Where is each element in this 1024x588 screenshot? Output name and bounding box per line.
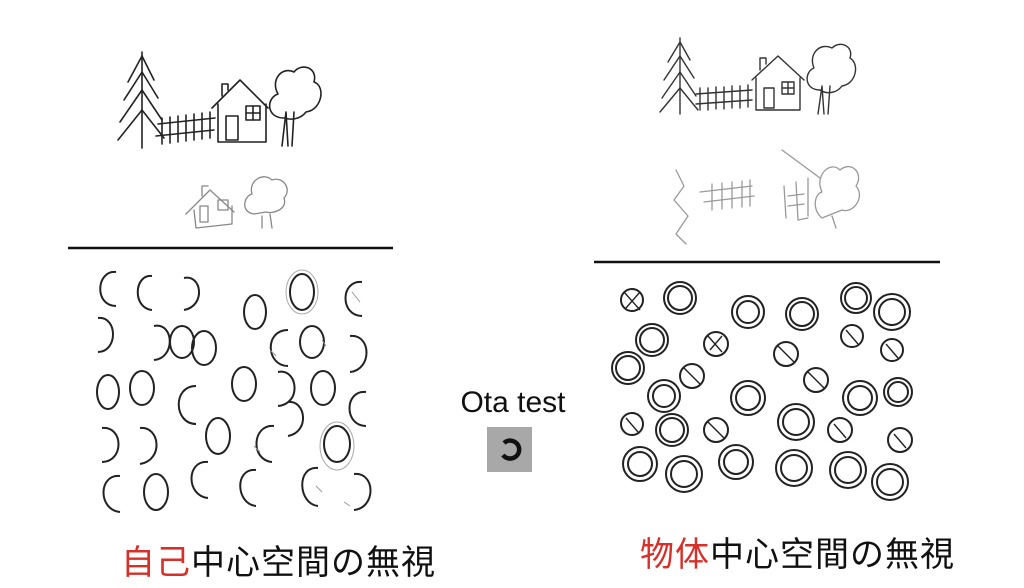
ota-item (730, 380, 766, 416)
ota-item (101, 426, 120, 463)
ota-item (353, 472, 372, 511)
ota-item (873, 293, 911, 331)
ota-item (655, 413, 689, 447)
broken-circle-icon (500, 437, 521, 461)
ota-item (96, 374, 120, 410)
ota-item (703, 331, 729, 357)
ota-item (344, 280, 363, 317)
ota-item (647, 379, 681, 413)
ota-item (887, 427, 913, 453)
ota-item (773, 341, 799, 367)
ota-item (731, 295, 765, 329)
ota-item (243, 294, 267, 330)
ota-item (239, 468, 257, 507)
ota-item (703, 417, 729, 443)
ota-item (99, 270, 117, 307)
ota-item (827, 417, 853, 443)
ota-item (177, 385, 197, 425)
right-caption-rest: 中心空間の無視 (710, 535, 955, 575)
fence-icon (155, 111, 216, 145)
pine-tree-icon (117, 51, 165, 149)
ota-item (191, 330, 217, 366)
ota-item (205, 417, 231, 455)
left-caption: 自己中心空間の無視 (121, 535, 436, 584)
ota-item (310, 370, 336, 406)
left-caption-highlight: 自己 (121, 543, 191, 583)
ota-item (842, 380, 878, 416)
ota-item (102, 474, 121, 513)
ota-item (785, 297, 819, 331)
left-caption-rest: 中心空間の無視 (191, 543, 436, 583)
ota-item (663, 281, 697, 315)
ota-item (269, 329, 289, 367)
ota-item (635, 323, 669, 357)
ota-test-label: Ota test (460, 386, 566, 419)
ota-item (620, 412, 644, 436)
left-model-drawing (117, 51, 322, 149)
ota-item (883, 377, 913, 407)
ota-item (289, 273, 315, 311)
ota-item (840, 324, 864, 348)
ota-item (840, 282, 872, 314)
ota-item (665, 455, 703, 493)
fence-icon (695, 84, 753, 111)
right-ota-grid (611, 281, 913, 501)
ota-item (153, 324, 171, 361)
left-ota-grid (96, 269, 372, 513)
ota-item (143, 473, 169, 511)
ota-item (348, 390, 367, 427)
house-icon (751, 55, 805, 111)
right-model-drawing (659, 37, 857, 115)
ota-item (183, 276, 200, 311)
ota-item (871, 463, 909, 501)
ota-item (880, 338, 904, 362)
ota-item (287, 400, 304, 437)
ota-item (777, 403, 815, 441)
ota-item (611, 351, 645, 385)
ota-item (679, 363, 705, 389)
ota-item (190, 460, 209, 499)
right-copy-drawing (673, 149, 861, 245)
house-icon (211, 79, 269, 143)
right-caption: 物体中心空間の無視 (640, 527, 955, 576)
ota-item (97, 316, 114, 353)
left-copy-drawing (185, 176, 288, 229)
ota-item (129, 370, 155, 406)
ota-item (775, 449, 813, 487)
right-caption-highlight: 物体 (640, 535, 710, 575)
ota-item (718, 444, 754, 480)
ota-test-sample (487, 427, 532, 472)
ota-item (323, 425, 351, 463)
ota-item (622, 446, 658, 482)
ota-item (277, 370, 296, 407)
ota-item (136, 274, 153, 311)
ota-item (829, 451, 867, 489)
round-tree-icon (268, 66, 322, 147)
ota-item (301, 466, 319, 507)
ota-item (139, 426, 158, 465)
ota-item (299, 325, 325, 359)
ota-item (169, 325, 195, 359)
pine-tree-icon (659, 37, 699, 115)
ota-item (231, 366, 257, 402)
ota-item (349, 334, 368, 373)
ota-item (620, 288, 644, 312)
round-tree-icon (806, 43, 857, 115)
ota-item (803, 367, 829, 393)
ota-item (255, 424, 275, 463)
